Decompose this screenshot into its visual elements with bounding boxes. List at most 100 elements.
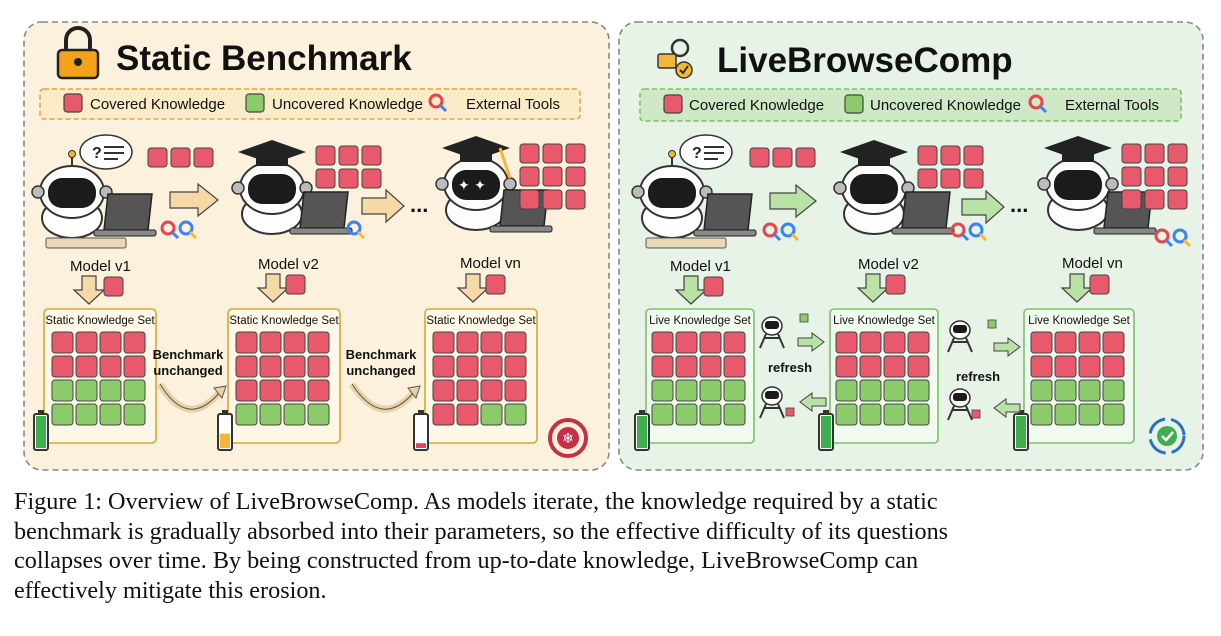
covered-knowledge-block <box>1031 332 1052 353</box>
book-icon <box>646 238 726 248</box>
covered-knowledge-block <box>124 332 145 353</box>
figure-caption: Figure 1: Overview of LiveBrowseComp. As… <box>14 487 1210 605</box>
knowledge-set-title: Static Knowledge Set <box>45 315 155 327</box>
uncovered-knowledge-block <box>481 404 502 425</box>
uncovered-knowledge-block <box>100 380 121 401</box>
covered-knowledge-block <box>908 356 929 377</box>
covered-legend-label: Covered Knowledge <box>90 96 225 113</box>
knowledge-set-title: Live Knowledge Set <box>649 315 751 327</box>
uncovered-legend-swatch <box>246 94 264 112</box>
svg-text:?: ? <box>692 145 702 162</box>
covered-knowledge-block <box>76 356 97 377</box>
covered-legend-swatch <box>64 94 82 112</box>
covered-knowledge-block <box>652 356 673 377</box>
uncovered-knowledge-block <box>505 404 526 425</box>
covered-knowledge-block <box>884 332 905 353</box>
covered-knowledge-block <box>457 332 478 353</box>
benchmark-note-line2: unchanged <box>346 363 415 378</box>
uncovered-knowledge-block <box>236 404 257 425</box>
covered-knowledge-block <box>260 356 281 377</box>
covered-knowledge-block <box>676 356 697 377</box>
covered-knowledge-block <box>1055 332 1076 353</box>
benchmark-note-line2: unchanged <box>153 363 222 378</box>
covered-knowledge-block <box>284 380 305 401</box>
knowledge-set: Live Knowledge Set <box>830 309 938 443</box>
covered-knowledge-block <box>1103 332 1124 353</box>
uncovered-legend-swatch <box>845 95 863 113</box>
covered-knowledge-block <box>1031 356 1052 377</box>
uncovered-knowledge-block <box>724 404 745 425</box>
uncovered-knowledge-block <box>284 404 305 425</box>
covered-knowledge-block <box>505 332 526 353</box>
covered-knowledge-block <box>284 332 305 353</box>
uncovered-knowledge-block <box>676 404 697 425</box>
covered-knowledge-block <box>100 356 121 377</box>
battery-icon <box>414 410 428 450</box>
covered-knowledge-block <box>308 332 329 353</box>
covered-knowledge-block <box>433 356 454 377</box>
uncovered-knowledge-block <box>1079 380 1100 401</box>
covered-knowledge-block <box>505 380 526 401</box>
covered-knowledge-block <box>676 332 697 353</box>
uncovered-knowledge-block <box>884 380 905 401</box>
model-label-vn: Model vn <box>460 255 521 272</box>
covered-knowledge-block <box>236 332 257 353</box>
covered-knowledge-block <box>652 332 673 353</box>
uncovered-knowledge-block <box>1103 380 1124 401</box>
covered-knowledge-block <box>433 380 454 401</box>
covered-knowledge-block <box>76 332 97 353</box>
covered-knowledge-block <box>1103 356 1124 377</box>
covered-legend-label: Covered Knowledge <box>689 97 824 114</box>
covered-knowledge-block <box>724 332 745 353</box>
ellipsis: ... <box>410 192 428 217</box>
battery-icon <box>218 410 232 450</box>
battery-level <box>220 434 230 448</box>
covered-knowledge-block <box>1079 332 1100 353</box>
uncovered-knowledge-block <box>676 380 697 401</box>
caption-line: collapses over time. By being constructe… <box>14 546 1210 576</box>
uncovered-knowledge-block <box>700 404 721 425</box>
covered-knowledge-block <box>308 380 329 401</box>
covered-knowledge-block <box>481 356 502 377</box>
covered-knowledge-block <box>124 356 145 377</box>
uncovered-knowledge-block <box>76 404 97 425</box>
uncovered-knowledge-block <box>700 380 721 401</box>
overview-figure: Static Benchmark Covered Knowledge Uncov… <box>0 0 1221 480</box>
absorbed-block <box>104 277 123 296</box>
svg-text:❄: ❄ <box>562 431 574 447</box>
covered-knowledge-block <box>700 356 721 377</box>
uncovered-knowledge-block <box>308 404 329 425</box>
tools-legend-label: External Tools <box>1065 97 1159 114</box>
knowledge-set: Live Knowledge Set <box>646 309 754 443</box>
uncovered-knowledge-block <box>836 404 857 425</box>
covered-knowledge-block <box>481 332 502 353</box>
uncovered-knowledge-block <box>124 404 145 425</box>
uncovered-knowledge-block <box>884 404 905 425</box>
covered-knowledge-block <box>433 332 454 353</box>
covered-knowledge-block <box>860 356 881 377</box>
svg-text:?: ? <box>92 145 102 162</box>
uncovered-knowledge-block <box>652 404 673 425</box>
covered-knowledge-block <box>260 332 281 353</box>
covered-knowledge-block <box>236 356 257 377</box>
static-benchmark-panel: Static Benchmark Covered Knowledge Uncov… <box>24 22 609 470</box>
covered-knowledge-block <box>724 356 745 377</box>
battery-level <box>637 416 647 448</box>
covered-knowledge-block <box>284 356 305 377</box>
uncovered-knowledge-block <box>908 380 929 401</box>
covered-knowledge-block <box>457 380 478 401</box>
svg-text:✦ ✦: ✦ ✦ <box>458 178 486 194</box>
knowledge-set: Static Knowledge Set <box>228 309 340 443</box>
uncovered-knowledge-block <box>836 380 857 401</box>
knowledge-set: Static Knowledge Set <box>425 309 537 443</box>
covered-knowledge-block <box>908 332 929 353</box>
battery-icon <box>1014 410 1028 450</box>
battery-level <box>36 416 46 448</box>
covered-legend-swatch <box>664 95 682 113</box>
uncovered-knowledge-block <box>860 404 881 425</box>
covered-knowledge-block <box>457 404 478 425</box>
covered-knowledge-block <box>884 356 905 377</box>
battery-level <box>821 416 831 448</box>
covered-blocks-v1 <box>148 148 213 167</box>
battery-level <box>1016 416 1026 448</box>
